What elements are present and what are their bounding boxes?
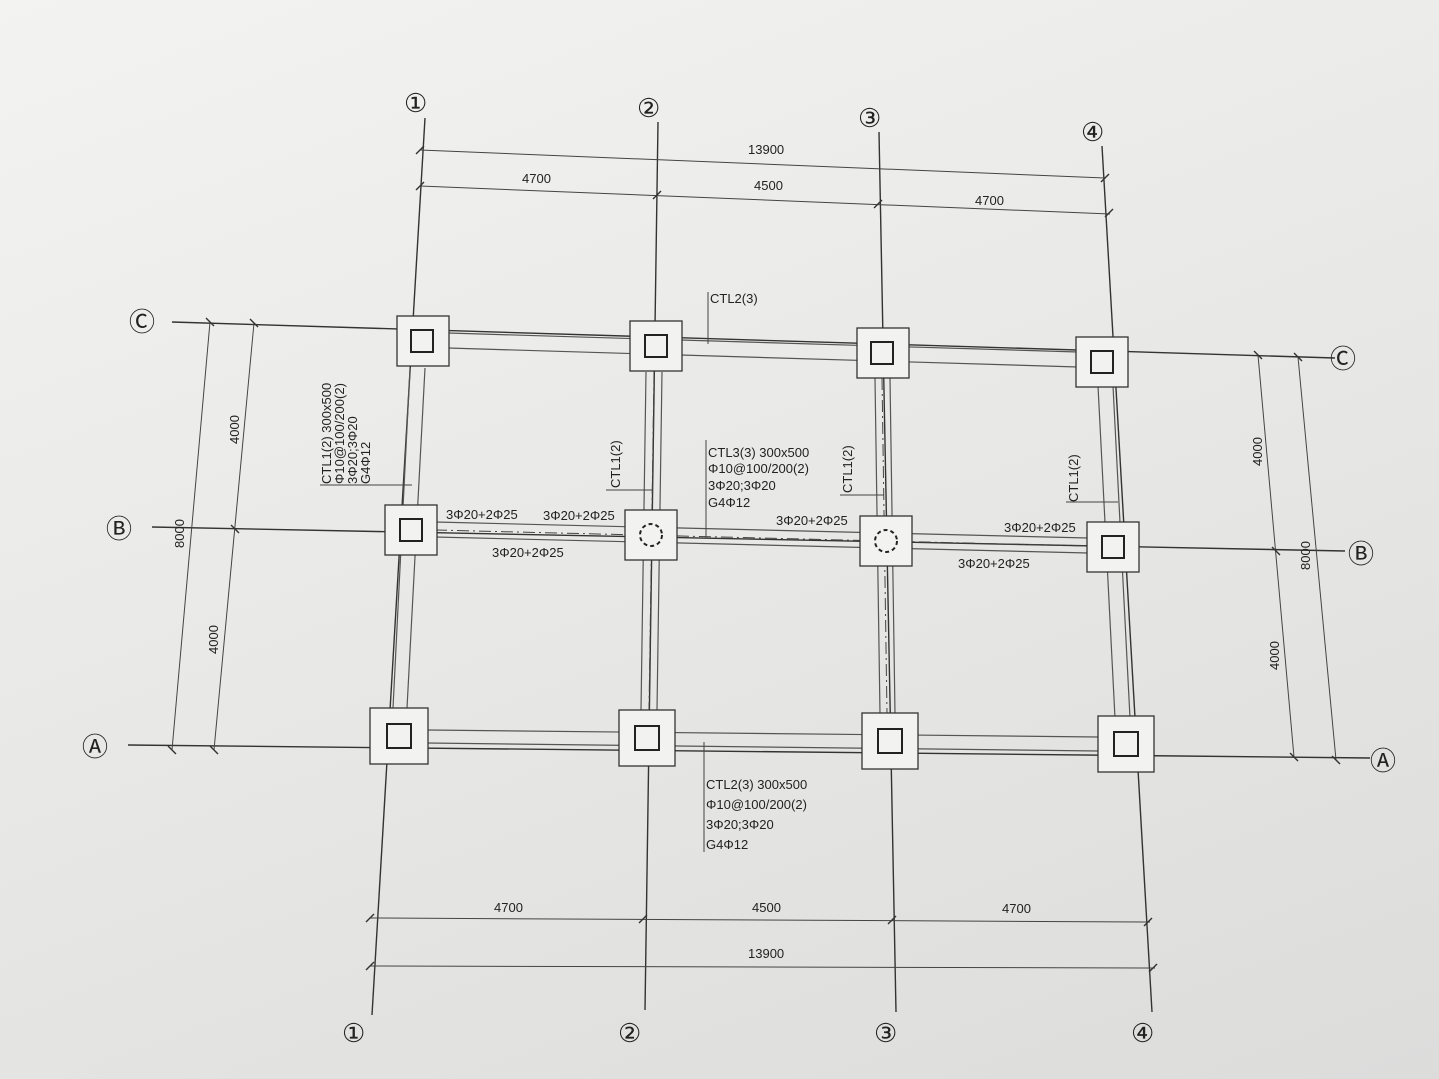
rebar-b-top-3: 3Φ20+2Φ25 bbox=[776, 513, 848, 528]
ctl1-left-line-1: CTL1(2) 300x500 bbox=[319, 383, 334, 484]
top-total-dim: 13900 bbox=[748, 142, 784, 157]
beam-labels: CTL2(3) CTL1(2) 300x500 Φ10@100/200(2) 3… bbox=[319, 291, 1118, 852]
grid-line-1 bbox=[371, 117, 426, 1016]
bottom-span-3-dim: 4700 bbox=[1002, 901, 1031, 916]
axis-B-right: Ⓑ bbox=[1348, 539, 1374, 569]
axis-4-bottom: ④ bbox=[1131, 1018, 1154, 1048]
pad-A2 bbox=[618, 709, 676, 767]
ctl2-bottom-line-2: Φ10@100/200(2) bbox=[706, 797, 807, 812]
column-pads bbox=[369, 315, 1155, 773]
pad-B1 bbox=[384, 504, 438, 556]
top-dimensions: 13900 4700 4500 4700 bbox=[415, 142, 1114, 218]
left-span-C-B-dim: 4000 bbox=[227, 415, 242, 444]
ctl1-left-line-3: 3Φ20;3Φ20 bbox=[345, 416, 360, 484]
beams bbox=[392, 332, 1131, 752]
axis-bubbles-right: Ⓒ Ⓑ Ⓐ bbox=[1330, 344, 1396, 776]
rebar-b-bottom-1: 3Φ20+2Φ25 bbox=[492, 545, 564, 560]
ctl3-line-1: CTL3(3) 300x500 bbox=[708, 445, 809, 460]
pad-B4 bbox=[1086, 521, 1140, 573]
axis-2-bottom: ② bbox=[618, 1018, 641, 1048]
right-dimensions: 4000 4000 8000 bbox=[1250, 350, 1341, 765]
bottom-span-1-dim: 4700 bbox=[494, 900, 523, 915]
left-span-B-A-dim: 4000 bbox=[206, 625, 221, 654]
pad-C3 bbox=[856, 327, 910, 379]
axis-2-top: ② bbox=[637, 93, 660, 123]
ctl1-mid1-label: CTL1(2) bbox=[608, 440, 623, 488]
ctl1-left-line-2: Φ10@100/200(2) bbox=[332, 383, 347, 484]
top-span-3-dim: 4700 bbox=[975, 193, 1004, 208]
grid-line-4 bbox=[1101, 145, 1153, 1013]
ctl3-line-3: 3Φ20;3Φ20 bbox=[708, 478, 776, 493]
left-dimensions: 4000 4000 8000 bbox=[167, 317, 259, 755]
rebar-labels: 3Φ20+2Φ25 3Φ20+2Φ25 3Φ20+2Φ25 3Φ20+2Φ25 … bbox=[446, 507, 1076, 571]
grid-line-3 bbox=[878, 131, 897, 1013]
axis-bubbles-left: Ⓒ Ⓑ Ⓐ bbox=[82, 307, 155, 762]
ctl2-bottom-line-4: G4Φ12 bbox=[706, 837, 748, 852]
axis-C-right: Ⓒ bbox=[1330, 344, 1356, 374]
rebar-b-top-1: 3Φ20+2Φ25 bbox=[446, 507, 518, 522]
top-span-1-dim: 4700 bbox=[522, 171, 551, 186]
grid-lines-lettered bbox=[127, 321, 1371, 759]
ctl3-line-2: Φ10@100/200(2) bbox=[708, 461, 809, 476]
pad-A3 bbox=[861, 712, 919, 770]
pad-C1 bbox=[396, 315, 450, 367]
rebar-b-top-4: 3Φ20+2Φ25 bbox=[1004, 520, 1076, 535]
ctl1-mid2-label: CTL1(2) bbox=[840, 445, 855, 493]
pad-B2 bbox=[624, 509, 678, 561]
grid-line-B bbox=[151, 526, 1346, 552]
axis-A-left: Ⓐ bbox=[82, 732, 108, 762]
axis-1-top: ① bbox=[404, 88, 427, 118]
bottom-dimensions: 4700 4500 4700 13900 bbox=[365, 900, 1158, 973]
axis-B-left: Ⓑ bbox=[106, 514, 132, 544]
axis-1-bottom: ① bbox=[342, 1018, 365, 1048]
right-total-dim: 8000 bbox=[1298, 541, 1313, 570]
ctl1-right-label: CTL1(2) bbox=[1066, 454, 1081, 502]
ctl3-line-4: G4Φ12 bbox=[708, 495, 750, 510]
axis-4-top: ④ bbox=[1081, 117, 1104, 147]
pad-A1 bbox=[369, 707, 429, 765]
pad-C4 bbox=[1075, 336, 1129, 388]
ctl1-left-line-4: G4Φ12 bbox=[358, 442, 373, 484]
axis-3-bottom: ③ bbox=[874, 1018, 897, 1048]
rebar-b-bottom-2: 3Φ20+2Φ25 bbox=[958, 556, 1030, 571]
bottom-span-2-dim: 4500 bbox=[752, 900, 781, 915]
ctl2-bottom-line-1: CTL2(3) 300x500 bbox=[706, 777, 807, 792]
axis-A-right: Ⓐ bbox=[1370, 746, 1396, 776]
bottom-total-dim: 13900 bbox=[748, 946, 784, 961]
pad-B3 bbox=[859, 515, 913, 567]
axis-3-top: ③ bbox=[858, 103, 881, 133]
pad-C2 bbox=[629, 320, 683, 372]
top-span-2-dim: 4500 bbox=[754, 178, 783, 193]
ctl2-top-label: CTL2(3) bbox=[710, 291, 758, 306]
axis-C-left: Ⓒ bbox=[129, 307, 155, 337]
axis-bubbles-bottom: ① ② ③ ④ bbox=[342, 1018, 1154, 1048]
grid-line-C bbox=[171, 321, 1336, 359]
left-total-dim: 8000 bbox=[172, 519, 187, 548]
grid-line-2 bbox=[644, 121, 659, 1011]
pad-A4 bbox=[1097, 715, 1155, 773]
right-span-C-B-dim: 4000 bbox=[1250, 437, 1265, 466]
grid-line-A bbox=[127, 744, 1371, 759]
axis-bubbles-top: ① ② ③ ④ bbox=[404, 88, 1104, 147]
rebar-b-top-2: 3Φ20+2Φ25 bbox=[543, 508, 615, 523]
ctl2-bottom-line-3: 3Φ20;3Φ20 bbox=[706, 817, 774, 832]
grid-lines-numbered bbox=[371, 117, 1153, 1016]
right-span-B-A-dim: 4000 bbox=[1267, 641, 1282, 670]
ctl1-left-label-group: CTL1(2) 300x500 Φ10@100/200(2) 3Φ20;3Φ20… bbox=[319, 383, 373, 484]
